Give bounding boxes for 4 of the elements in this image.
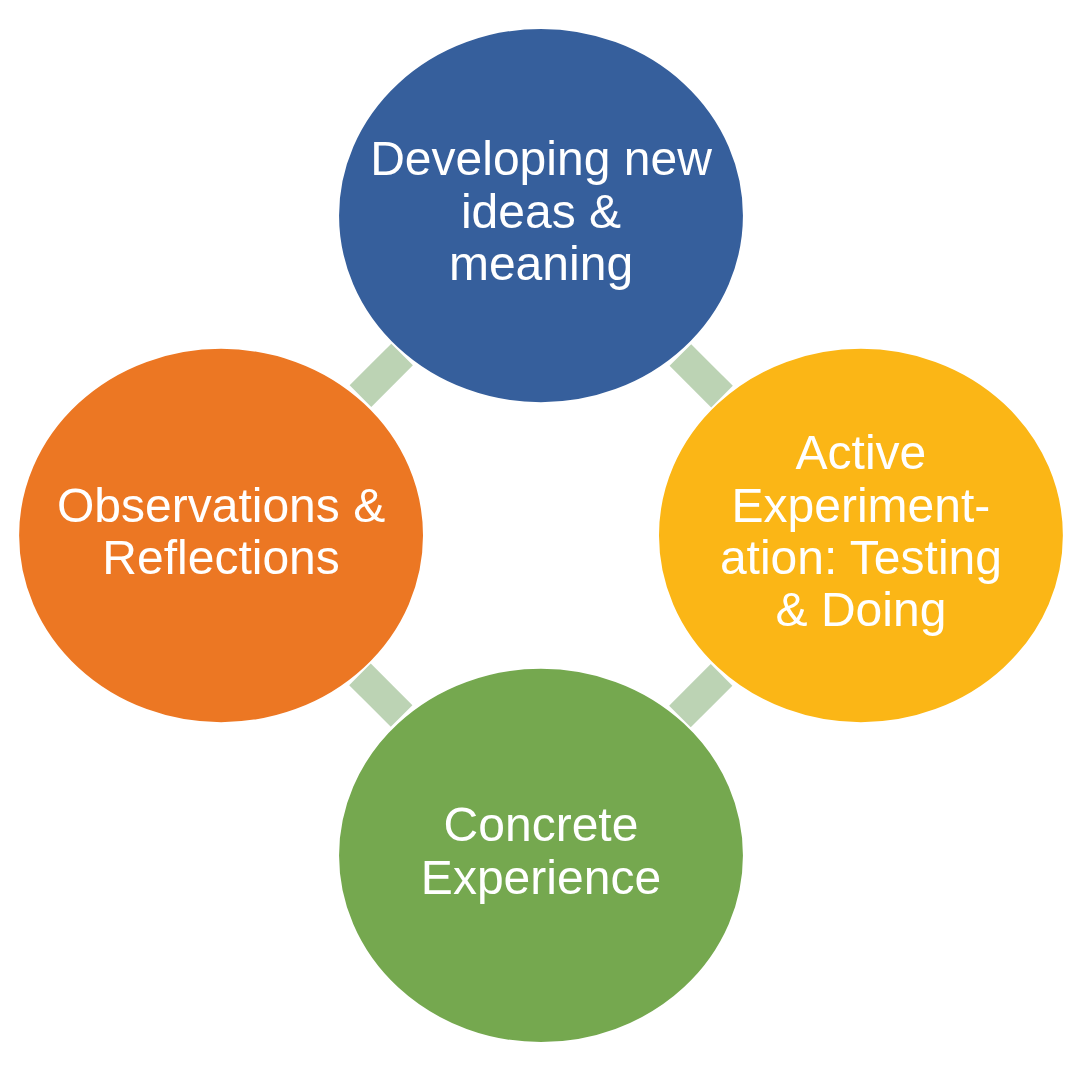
- connector: [669, 344, 733, 408]
- connector: [349, 663, 413, 727]
- connector: [669, 664, 733, 728]
- connector: [349, 343, 413, 407]
